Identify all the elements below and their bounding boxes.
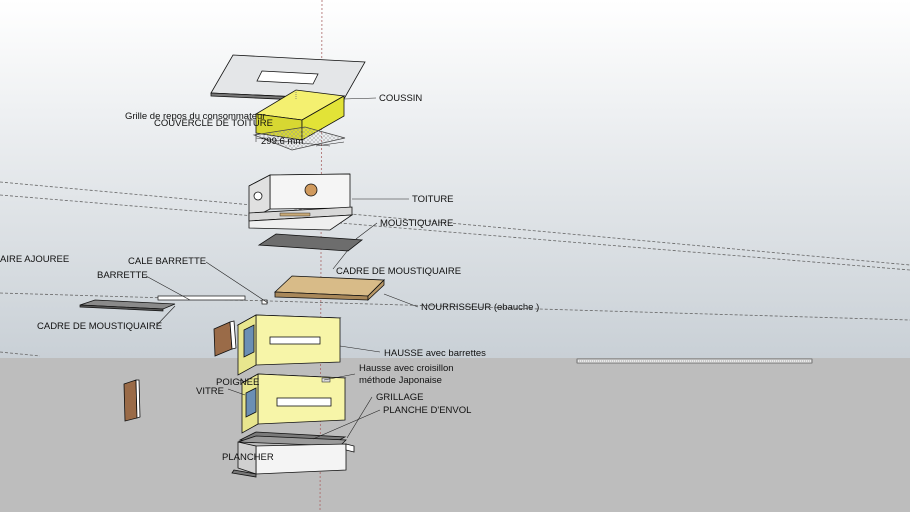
label-planche-envol: PLANCHE D'ENVOL: [383, 405, 472, 416]
label-cadre-moustiquaire-left: CADRE DE MOUSTIQUAIRE: [37, 321, 163, 332]
hive-body-upper: [236, 314, 342, 376]
label-hausse-croisillon-1: Hausse avec croisillon: [359, 363, 454, 374]
label-grillage: GRILLAGE: [376, 392, 424, 403]
label-plancher: PLANCHER: [222, 452, 274, 463]
label-aire-ajouree: AIRE AJOUREE: [0, 254, 70, 265]
floor: [231, 435, 355, 478]
dimension-line: [255, 134, 331, 147]
leader-lines: [145, 97, 419, 440]
label-nourrisseur: NOURRISSEUR (ebauche ): [421, 302, 540, 313]
label-coussin: COUSSIN: [379, 93, 423, 104]
barrette-assembly: [79, 295, 268, 312]
side-window-lower: [123, 379, 141, 422]
rest-grid: [252, 126, 346, 151]
mosquito-net: [257, 233, 364, 252]
ground: [0, 358, 910, 512]
label-dimension: 299.6 mm: [261, 136, 304, 147]
hive-body-lower: [240, 373, 347, 434]
label-hausse-croisillon-2: méthode Japonaise: [359, 375, 442, 386]
guide-lines: [0, 181, 910, 357]
side-window-upper: [213, 320, 237, 357]
label-toiture: TOITURE: [412, 194, 454, 205]
label-vitre: VITRE: [196, 386, 224, 397]
feeder: [274, 275, 385, 301]
label-grille: Grille de repos du consommateur: [125, 111, 266, 122]
horizon-strip: [576, 358, 813, 364]
label-hausse-barrettes: HAUSSE avec barrettes: [384, 348, 486, 359]
sky: [0, 0, 910, 358]
label-barrette: BARRETTE: [97, 270, 148, 281]
label-cadre-moustiquaire-right: CADRE DE MOUSTIQUAIRE: [336, 266, 462, 277]
label-cale-barrette: CALE BARRETTE: [128, 256, 207, 267]
label-moustiquaire: MOUSTIQUAIRE: [380, 218, 454, 229]
label-couvercle: COUVERCLE DE TOITURE: [154, 118, 273, 129]
label-poignee: POIGNEE: [216, 377, 260, 388]
roof-box: [248, 173, 354, 231]
